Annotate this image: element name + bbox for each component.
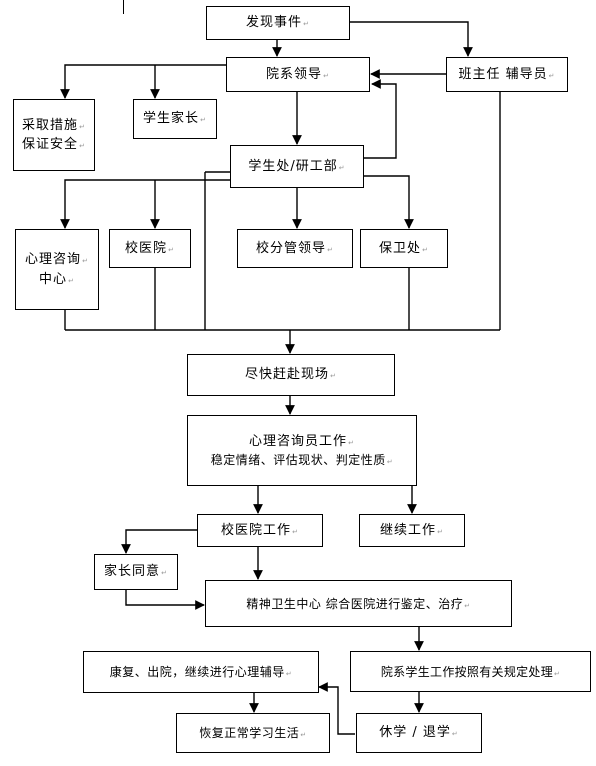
node-text: 班主任 辅导员↵ bbox=[458, 66, 556, 82]
node-text: 精神卫生中心 综合医院进行鉴定、治疗↵ bbox=[246, 596, 471, 611]
paragraph-mark-icon: ↵ bbox=[451, 730, 459, 739]
node-text: 院系学生工作按照有关规定处理↵ bbox=[380, 664, 561, 679]
node-parents: 学生家长↵ bbox=[133, 99, 217, 139]
node-text: 发现事件↵ bbox=[246, 15, 310, 31]
paragraph-mark-icon: ↵ bbox=[464, 601, 471, 610]
node-security: 保卫处↵ bbox=[360, 229, 448, 268]
node-counselor-work: 心理咨询员工作↵ 稳定情绪、评估现状、判定性质↵ bbox=[187, 415, 417, 486]
node-safety: 采取措施↵ 保证安全↵ bbox=[13, 99, 95, 171]
paragraph-mark-icon: ↵ bbox=[79, 142, 86, 150]
node-text: 院系领导↵ bbox=[266, 66, 330, 82]
node-normal-life: 恢复正常学习生活↵ bbox=[176, 713, 330, 753]
paragraph-mark-icon: ↵ bbox=[200, 116, 207, 125]
paragraph-mark-icon: ↵ bbox=[348, 438, 355, 447]
paragraph-mark-icon: ↵ bbox=[82, 257, 89, 265]
node-continue-work: 继续工作↵ bbox=[359, 514, 465, 547]
paragraph-mark-icon: ↵ bbox=[285, 670, 293, 678]
node-class-teacher: 班主任 辅导员↵ bbox=[446, 57, 568, 92]
node-text: 中心↵ bbox=[39, 271, 75, 287]
node-rush-scene: 尽快赶赴现场↵ bbox=[187, 354, 395, 396]
node-school-hospital: 校医院↵ bbox=[109, 229, 191, 268]
paragraph-mark-icon: ↵ bbox=[161, 569, 168, 578]
paragraph-mark-icon: ↵ bbox=[292, 527, 299, 536]
node-counsel-center: 心理咨询↵ 中心↵ bbox=[15, 229, 99, 310]
node-text: 学生处/研工部↵ bbox=[248, 158, 346, 174]
node-text: 心理咨询↵ bbox=[25, 252, 89, 267]
edge-affairs-security bbox=[364, 175, 414, 229]
paragraph-mark-icon: ↵ bbox=[330, 372, 337, 381]
paragraph-mark-icon: ↵ bbox=[548, 71, 556, 80]
node-text: 尽快赶赴现场↵ bbox=[245, 367, 337, 383]
paragraph-mark-icon: ↵ bbox=[422, 245, 429, 254]
text-cursor bbox=[123, 0, 124, 14]
node-text: 采取措施↵ bbox=[22, 117, 86, 133]
node-student-affairs: 学生处/研工部↵ bbox=[230, 145, 364, 188]
node-text: 恢复正常学习生活↵ bbox=[199, 726, 307, 740]
node-faculty-leader: 院系领导↵ bbox=[226, 57, 370, 92]
node-text: 康复、出院，继续进行心理辅导↵ bbox=[109, 665, 293, 679]
edge-faculty-safety bbox=[60, 64, 226, 99]
node-text: 稳定情绪、评估现状、判定性质↵ bbox=[210, 453, 394, 468]
node-text: 家长同意↵ bbox=[104, 564, 168, 580]
edge-affairs-counsel bbox=[60, 179, 230, 229]
paragraph-mark-icon: ↵ bbox=[300, 731, 307, 739]
edge-suspend-recovery bbox=[318, 682, 355, 735]
node-parent-consent: 家长同意↵ bbox=[94, 554, 178, 590]
node-text: 学生家长↵ bbox=[143, 111, 207, 127]
paragraph-mark-icon: ↵ bbox=[338, 163, 346, 172]
paragraph-mark-icon: ↵ bbox=[327, 245, 334, 254]
paragraph-mark-icon: ↵ bbox=[554, 669, 561, 678]
paragraph-mark-icon: ↵ bbox=[437, 527, 444, 536]
node-text: 校医院工作↵ bbox=[221, 522, 299, 538]
paragraph-mark-icon: ↵ bbox=[79, 122, 86, 131]
node-discover-event: 发现事件↵ bbox=[206, 6, 350, 40]
node-faculty-handle: 院系学生工作按照有关规定处理↵ bbox=[350, 651, 591, 692]
node-text: 保证安全↵ bbox=[22, 137, 86, 152]
node-suspend: 休学 / 退学↵ bbox=[356, 713, 482, 753]
paragraph-mark-icon: ↵ bbox=[386, 458, 394, 467]
node-text: 保卫处↵ bbox=[379, 240, 429, 256]
node-text: 心理咨询员工作↵ bbox=[249, 433, 355, 449]
node-text: 休学 / 退学↵ bbox=[379, 725, 459, 741]
paragraph-mark-icon: ↵ bbox=[303, 20, 310, 29]
edge-discover-teacher bbox=[350, 21, 473, 57]
edge-consent-mental bbox=[125, 590, 205, 610]
paragraph-mark-icon: ↵ bbox=[168, 245, 175, 254]
paragraph-mark-icon: ↵ bbox=[323, 71, 330, 80]
node-hospital-work: 校医院工作↵ bbox=[197, 514, 323, 547]
paragraph-mark-icon: ↵ bbox=[68, 276, 75, 285]
edge-hospital-consent bbox=[121, 529, 197, 554]
node-text: 校分管领导↵ bbox=[256, 240, 334, 256]
edge-affairs-faculty-loop bbox=[364, 79, 397, 159]
node-mental-health: 精神卫生中心 综合医院进行鉴定、治疗↵ bbox=[205, 580, 512, 627]
node-school-leader: 校分管领导↵ bbox=[237, 229, 353, 268]
node-text: 校医院↵ bbox=[125, 240, 175, 256]
node-recovery: 康复、出院，继续进行心理辅导↵ bbox=[83, 651, 319, 693]
node-text: 继续工作↵ bbox=[380, 522, 444, 538]
